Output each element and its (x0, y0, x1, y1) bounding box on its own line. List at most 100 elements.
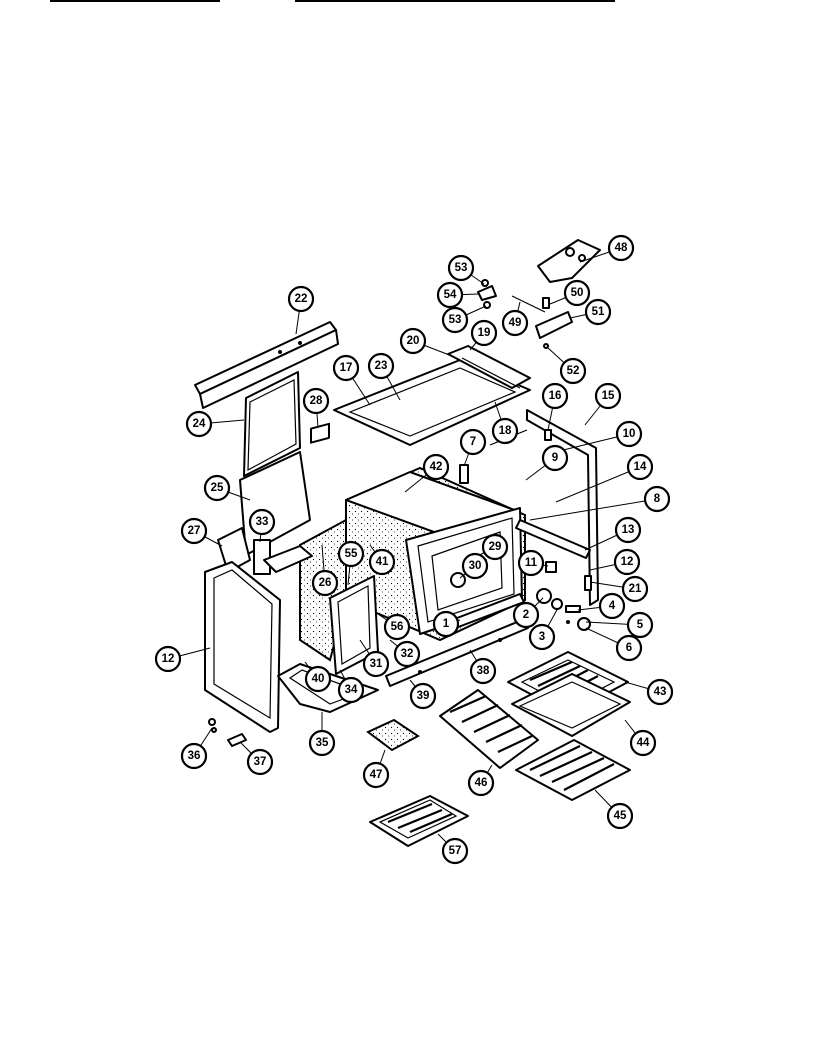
part-oven-rack-lower (515, 739, 631, 801)
part-callout-23: 23 (367, 352, 395, 380)
part-callout-24: 24 (185, 410, 213, 438)
callout-circle (308, 729, 336, 757)
callout-circle (607, 234, 635, 262)
callout-label: 16 (549, 390, 562, 402)
callout-label: 37 (254, 756, 267, 768)
part-bracket-set (511, 295, 573, 349)
part-callout-33: 33 (248, 508, 276, 536)
callout-label: 36 (188, 750, 201, 762)
part-callout-42: 42 (422, 453, 450, 481)
callout-label: 27 (188, 525, 201, 537)
part-callout-12: 12 (613, 548, 641, 576)
part-callout-21: 21 (621, 575, 649, 603)
callout-label: 25 (211, 482, 224, 494)
part-callout-37: 37 (246, 748, 274, 776)
callout-circle (246, 748, 274, 776)
callout-circle (302, 387, 330, 415)
part-small-pad (366, 718, 420, 752)
callout-circle (541, 444, 569, 472)
callout-circle (436, 281, 464, 309)
part-callout-3: 3 (528, 623, 556, 651)
callout-circle (646, 678, 674, 706)
part-clips (477, 279, 497, 309)
callout-label: 33 (256, 516, 269, 528)
callout-label: 4 (609, 600, 616, 612)
callout-label: 3 (539, 631, 545, 643)
callout-circle (643, 485, 671, 513)
callout-circle (447, 254, 475, 282)
callout-circle (614, 516, 642, 544)
part-callout-54: 54 (436, 281, 464, 309)
part-screws (208, 718, 247, 747)
callout-label: 44 (637, 737, 650, 749)
part-callout-12: 12 (154, 645, 182, 673)
callout-label: 10 (623, 428, 636, 440)
part-back-panel (243, 371, 301, 477)
callout-label: 7 (470, 436, 476, 448)
callout-circle (441, 306, 469, 334)
callout-circle (467, 769, 495, 797)
callout-label: 57 (449, 845, 462, 857)
part-callout-7: 7 (459, 428, 487, 456)
part-broil-pan (511, 673, 631, 737)
part-callout-40: 40 (304, 665, 332, 693)
callout-circle (422, 453, 450, 481)
callout-label: 5 (637, 619, 644, 631)
callout-circle (528, 623, 556, 651)
part-callout-13: 13 (614, 516, 642, 544)
callout-circle (368, 548, 396, 576)
part-control-hardware (536, 588, 591, 631)
callout-label: 15 (602, 390, 615, 402)
part-callout-44: 44 (629, 729, 657, 757)
callout-circle (332, 354, 360, 382)
callout-circle (154, 645, 182, 673)
callout-circle (337, 540, 365, 568)
part-callout-35: 35 (308, 729, 336, 757)
part-callout-56: 56 (383, 613, 411, 641)
callout-label: 45 (614, 810, 627, 822)
part-callout-20: 20 (399, 327, 427, 355)
callout-circle (180, 742, 208, 770)
callout-label: 26 (319, 577, 332, 589)
callout-circle (311, 569, 339, 597)
callout-circle (362, 650, 390, 678)
callout-label: 43 (654, 686, 667, 698)
callout-circle (563, 279, 591, 307)
part-callout-30: 30 (461, 552, 489, 580)
callout-circle (304, 665, 332, 693)
part-top-assembly (537, 239, 601, 283)
part-callout-51: 51 (584, 298, 612, 326)
part-callout-4: 4 (598, 592, 626, 620)
part-oven-rack (439, 689, 539, 769)
callout-label: 54 (444, 289, 457, 301)
part-small-block (310, 422, 330, 444)
callout-circle (393, 640, 421, 668)
callout-label: 53 (455, 262, 468, 274)
callout-label: 53 (449, 314, 462, 326)
part-callout-41: 41 (368, 548, 396, 576)
callout-circle (248, 508, 276, 536)
callout-label: 21 (629, 583, 642, 595)
callout-circle (559, 357, 587, 385)
part-callout-48: 48 (607, 234, 635, 262)
callout-circle (615, 634, 643, 662)
part-callout-11: 11 (517, 549, 545, 577)
callout-circle (626, 453, 654, 481)
callout-circle (203, 474, 231, 502)
callout-label: 56 (391, 621, 404, 633)
callout-circle (337, 676, 365, 704)
callout-label: 17 (340, 362, 353, 374)
part-callout-50: 50 (563, 279, 591, 307)
callout-label: 28 (310, 395, 323, 407)
callout-circle (470, 319, 498, 347)
callout-circle (383, 613, 411, 641)
part-callout-31: 31 (362, 650, 390, 678)
part-callout-19: 19 (470, 319, 498, 347)
callout-circle (432, 610, 460, 638)
callout-circle (512, 601, 540, 629)
part-callout-28: 28 (302, 387, 330, 415)
callout-circle (469, 657, 497, 685)
callout-label: 13 (622, 524, 635, 536)
